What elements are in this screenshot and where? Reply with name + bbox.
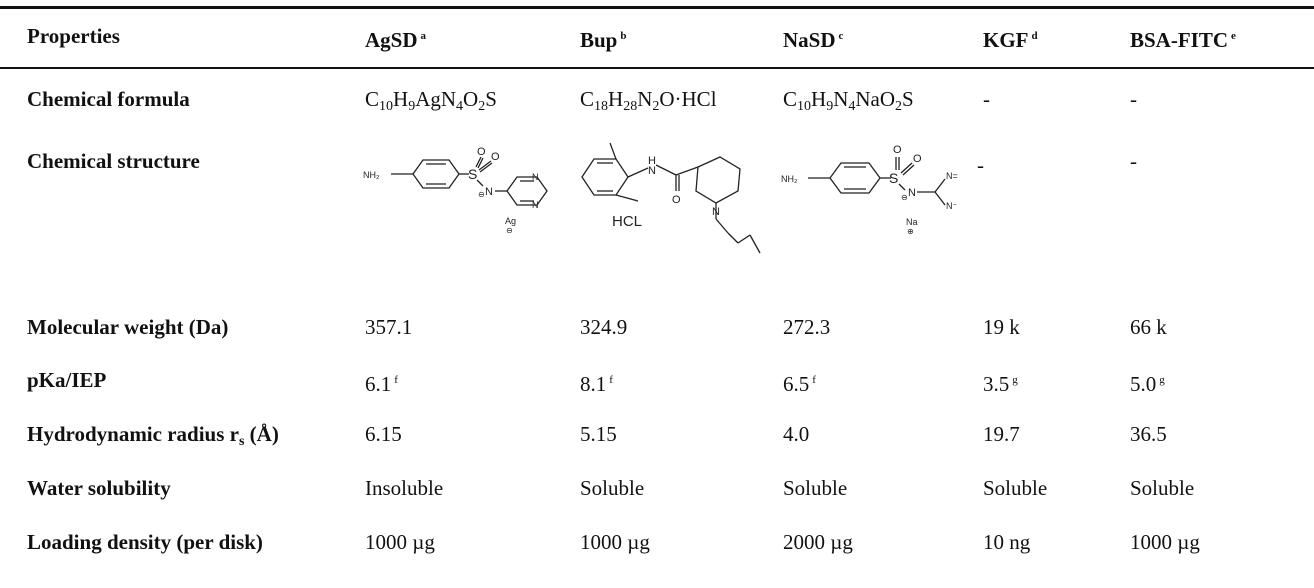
nasd-na-charge: ⊕ [907,227,914,236]
mw-bup: 324.9 [580,315,628,339]
header-properties: Properties [27,24,120,48]
bup-h-text: H [648,155,656,167]
row-label-chemical-formula: Chemical formula [27,87,190,111]
mw-nasd: 272.3 [783,315,831,339]
solubility-nasd: Soluble [783,476,848,500]
structure-kgf: - [977,153,984,177]
row-label-molecular-weight: Molecular weight (Da) [27,315,229,339]
formula-kgf: - [983,87,990,111]
radius-bup: 5.15 [580,422,617,446]
agsd-o-label-2: O [491,151,500,163]
nasd-o-label-1: O [893,144,902,156]
bup-ring-n-label: N [712,206,720,218]
structure-bsa-fitc: - [1130,149,1137,173]
radius-kgf: 19.7 [983,422,1020,446]
agsd-n-label: N [485,186,493,198]
mw-agsd: 357.1 [365,315,413,339]
mw-bsa-fitc: 66 k [1130,315,1167,339]
table-top-rule [0,6,1314,9]
loading-kgf: 10 ng [983,530,1031,554]
formula-agsd: C10H9AgN4O2S [365,87,497,114]
formula-nasd: C10H9N4NaO2S [783,87,914,114]
agsd-ag-label: Ag [505,216,516,226]
row-label-hydrodynamic-radius: Hydrodynamic radius rs (Å) [27,422,279,449]
bup-n-label: N [648,165,656,177]
formula-bsa-fitc: - [1130,87,1137,111]
nasd-n-minus-label: N⁻ [946,201,957,211]
agsd-minus-sign: ⊖ [478,190,485,199]
table-header-rule [0,67,1314,69]
solubility-bsa-fitc: Soluble [1130,476,1195,500]
agsd-structure-image: NH₂ S O O N ⊖ N N Ag ⊖ [363,146,548,235]
bup-structure-image: H N O N HCL [581,142,761,254]
row-label-loading-density: Loading density (per disk) [27,530,263,554]
loading-bsa-fitc: 1000 µg [1130,530,1200,554]
agsd-ring-n-label-1: N [532,172,539,182]
solubility-agsd: Insoluble [365,476,444,500]
nasd-n-eq-label: N= [946,171,958,181]
nasd-n-minus: ⊖ [901,193,908,202]
nasd-structure-image: NH₂ S O O N ⊖ N= N⁻ Na ⊕ [781,144,958,236]
solubility-kgf: Soluble [983,476,1048,500]
agsd-o-label-1: O [477,146,486,158]
radius-bsa-fitc: 36.5 [1130,422,1167,446]
bup-o-label: O [672,194,681,206]
agsd-ring-n-label-2: N [532,200,539,210]
bup-hcl-label: HCL [612,213,642,230]
nasd-n-label: N [908,187,916,199]
mw-kgf: 19 k [983,315,1020,339]
agsd-nh2-label: NH₂ [363,170,380,180]
radius-nasd: 4.0 [783,422,810,446]
radius-agsd: 6.15 [365,422,402,446]
nasd-o-label-2: O [913,153,922,165]
solubility-bup: Soluble [580,476,645,500]
nasd-na-label: Na [906,217,918,227]
nasd-nh2-label: NH₂ [781,174,798,184]
row-label-pka-iep: pKa/IEP [27,368,107,392]
row-label-chemical-structure: Chemical structure [27,149,200,173]
loading-agsd: 1000 µg [365,530,435,554]
row-label-water-solubility: Water solubility [27,476,171,500]
agsd-ag-charge: ⊖ [506,226,513,235]
loading-nasd: 2000 µg [783,530,853,554]
formula-bup: C18H28N2O·HCl [580,87,717,114]
agsd-s-label: S [468,166,477,182]
nasd-s-label: S [889,170,898,186]
loading-bup: 1000 µg [580,530,650,554]
